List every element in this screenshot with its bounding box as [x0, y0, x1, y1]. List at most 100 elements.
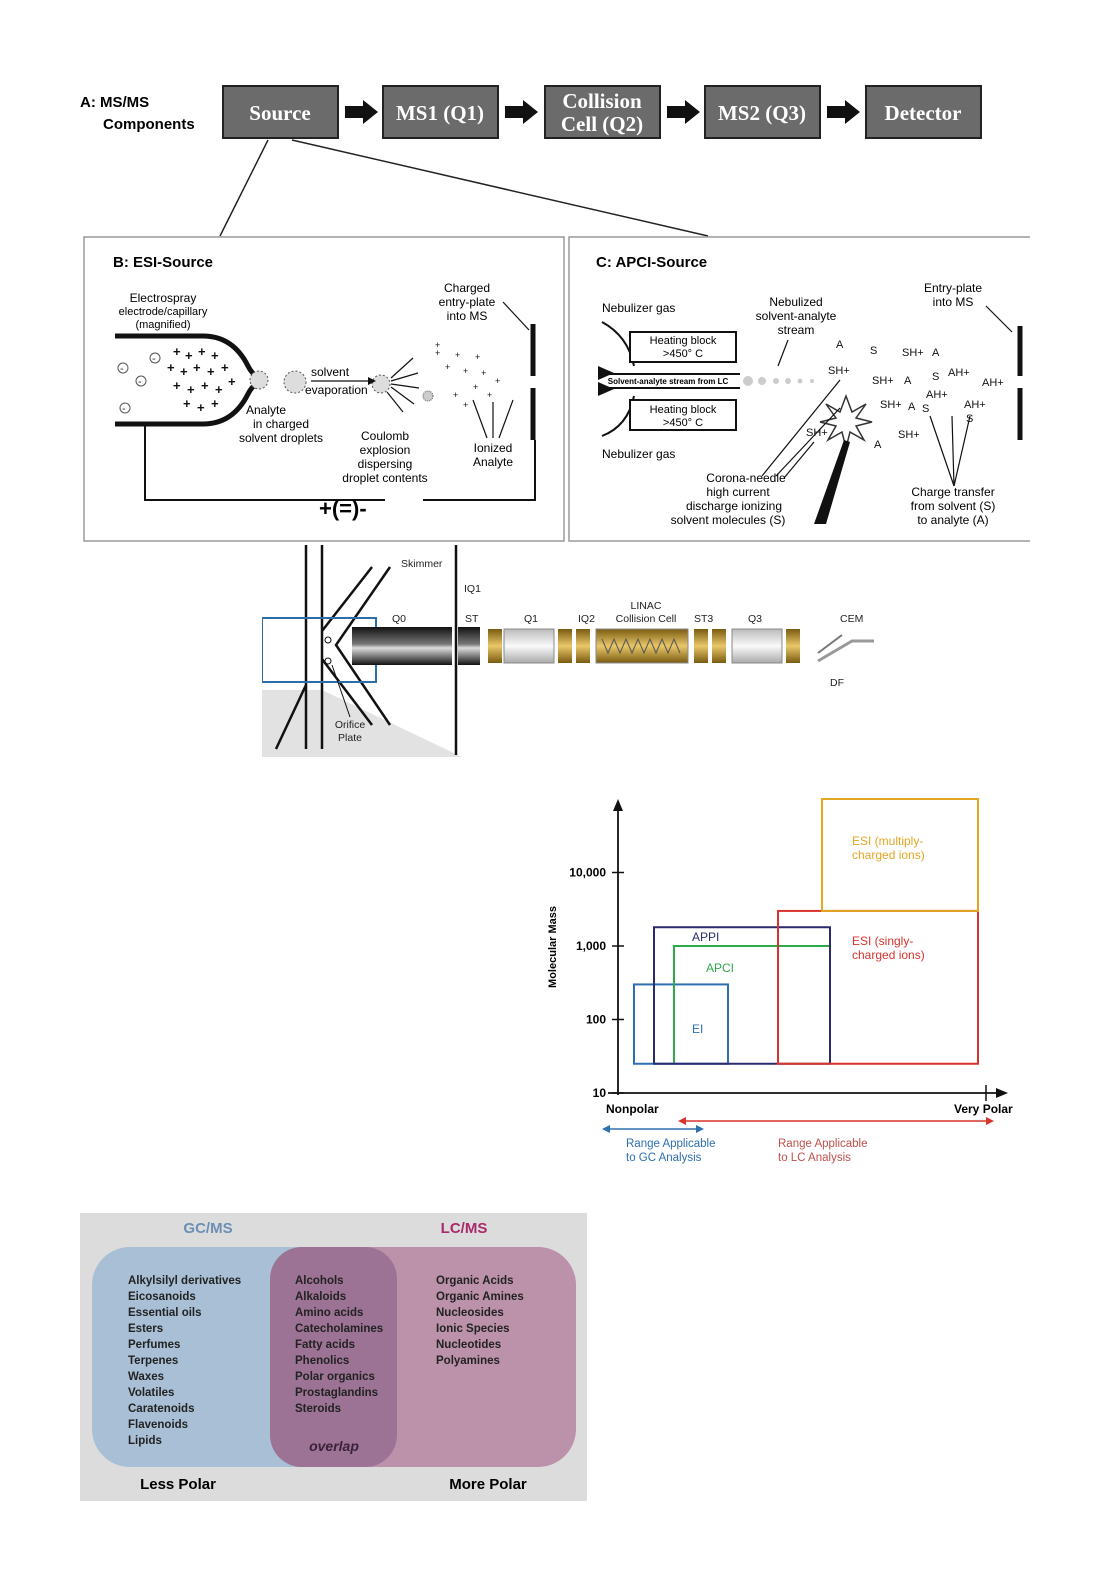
- analyte-label: solvent droplets: [239, 431, 323, 445]
- panel-a-label-1: A: MS/MS: [80, 94, 149, 111]
- list-item: Catecholamines: [295, 1323, 383, 1335]
- list-item: Organic Acids: [436, 1275, 514, 1287]
- svg-text:SH+: SH+: [828, 365, 850, 377]
- panel-b: B: ESI-Source Electrospray electrode/cap…: [83, 236, 565, 542]
- ms1-box: [382, 85, 499, 139]
- detector-box: [865, 85, 982, 139]
- apci-source-diagram: C: APCI-Source Nebulizer gas Nebulizer g…: [568, 236, 1040, 542]
- list-item: Fatty acids: [295, 1339, 355, 1351]
- ionized-fragments: ++++ ++++ ++++: [435, 340, 500, 410]
- svg-text:+: +: [487, 390, 492, 400]
- esi-electrode-label: Electrospray: [130, 291, 197, 305]
- svg-text:AH+: AH+: [926, 389, 948, 401]
- list-item: Eicosanoids: [128, 1291, 196, 1303]
- svg-text:ST: ST: [465, 613, 479, 625]
- svg-text:+: +: [187, 382, 195, 397]
- svg-text:CEM: CEM: [840, 613, 863, 625]
- coulomb-explosion-arrows: [386, 357, 420, 413]
- less-polar-label: Less Polar: [140, 1476, 216, 1493]
- svg-text:A: A: [836, 339, 844, 351]
- list-item: Volatiles: [128, 1387, 174, 1399]
- coulomb-label: droplet contents: [342, 471, 427, 485]
- appi-label: APPI: [692, 930, 719, 944]
- capillary-negative-charges: - - - -: [117, 352, 161, 415]
- arrow-right-icon: [345, 100, 378, 124]
- list-item: Caratenoids: [128, 1403, 194, 1415]
- ionized-analyte-label: Analyte: [473, 455, 513, 469]
- heating-block-label: >450° C: [663, 348, 703, 360]
- svg-text:LINAC: LINAC: [631, 600, 662, 612]
- voltage-source-icon: +(=)-: [319, 496, 367, 521]
- svg-text:+: +: [185, 348, 193, 363]
- evaporation-label: evaporation: [305, 383, 368, 397]
- svg-text:AH+: AH+: [948, 367, 970, 379]
- svg-text:-: -: [120, 363, 124, 375]
- esi-multiply-charged-ions-region: [821, 798, 979, 912]
- gc-range-label: Range Applicable: [626, 1138, 716, 1150]
- instrument-labels: Skimmer IQ1 Q0 ST Q1 IQ2 LINAC Collision…: [335, 558, 864, 744]
- svg-text:-: -: [138, 376, 142, 388]
- nebulizer-bottom-label: Nebulizer gas: [602, 447, 675, 461]
- esi-source-diagram: B: ESI-Source Electrospray electrode/cap…: [83, 236, 565, 542]
- svg-text:+: +: [475, 352, 480, 362]
- list-item: Esters: [128, 1323, 163, 1335]
- lc-range-label: to LC Analysis: [778, 1152, 851, 1164]
- svg-text:A: A: [908, 401, 916, 413]
- lc-title: LC/MS: [441, 1220, 488, 1237]
- entry-plate-label: Entry-plate: [924, 281, 982, 295]
- list-item: Alkylsilyl derivatives: [128, 1275, 241, 1287]
- arrow-right-icon: [505, 100, 538, 124]
- gc-lc-diagram: GC/MS LC/MS Alkylsilyl derivativesEicosa…: [92, 1220, 576, 1493]
- svg-text:+: +: [197, 400, 205, 415]
- svg-text:+: +: [221, 360, 229, 375]
- overlap-region: [270, 1247, 397, 1467]
- y-tick-label: 1,000: [576, 939, 606, 953]
- list-item: Phenolics: [295, 1355, 349, 1367]
- svg-text:A: A: [932, 347, 940, 359]
- y-tick-label: 10,000: [569, 866, 606, 880]
- svg-text:AH+: AH+: [982, 377, 1004, 389]
- ms2-box-label: MS2 (Q3): [718, 101, 806, 125]
- list-item: Lipids: [128, 1435, 162, 1447]
- svg-text:+: +: [481, 368, 486, 378]
- svg-text:+: +: [455, 350, 460, 360]
- svg-text:ST3: ST3: [694, 613, 713, 625]
- list-item: Waxes: [128, 1371, 164, 1383]
- svg-text:+: +: [435, 348, 440, 358]
- heating-block-label: Heating block: [650, 335, 717, 347]
- collision-cell-box: [544, 85, 661, 139]
- svg-text:-: -: [122, 403, 126, 415]
- esi-single-label: charged ions): [852, 948, 925, 962]
- corona-label: solvent molecules (S): [671, 513, 786, 527]
- analyte-label: in charged: [253, 417, 309, 431]
- solvent-label: solvent: [311, 365, 350, 379]
- svg-text:Q1: Q1: [524, 613, 538, 625]
- charge-transfer-label: to analyte (A): [917, 513, 988, 527]
- svg-text:+: +: [463, 366, 468, 376]
- zoom-line-right: [291, 139, 709, 237]
- svg-text:Collision Cell: Collision Cell: [616, 613, 677, 625]
- lc-range-label: Range Applicable: [778, 1138, 868, 1150]
- esi-multi-label: charged ions): [852, 848, 925, 862]
- apci-title: C: APCI-Source: [596, 254, 707, 271]
- svg-text:+: +: [435, 340, 440, 350]
- ionized-analyte-label: Ionized: [474, 441, 513, 455]
- list-item: Nucleotides: [436, 1339, 501, 1351]
- charge-transfer-label: from solvent (S): [911, 499, 996, 513]
- svg-text:IQ2: IQ2: [578, 613, 595, 625]
- svg-text:+: +: [211, 348, 219, 363]
- charged-plate-label: into MS: [447, 309, 488, 323]
- svg-text:+: +: [201, 378, 209, 393]
- nebulizer-top-label: Nebulizer gas: [602, 301, 675, 315]
- list-item: Ionic Species: [436, 1323, 510, 1335]
- svg-text:Q3: Q3: [748, 613, 762, 625]
- q0-rods: [352, 627, 452, 665]
- svg-text:+: +: [473, 382, 478, 392]
- svg-text:+: +: [228, 374, 236, 389]
- svg-text:+: +: [495, 376, 500, 386]
